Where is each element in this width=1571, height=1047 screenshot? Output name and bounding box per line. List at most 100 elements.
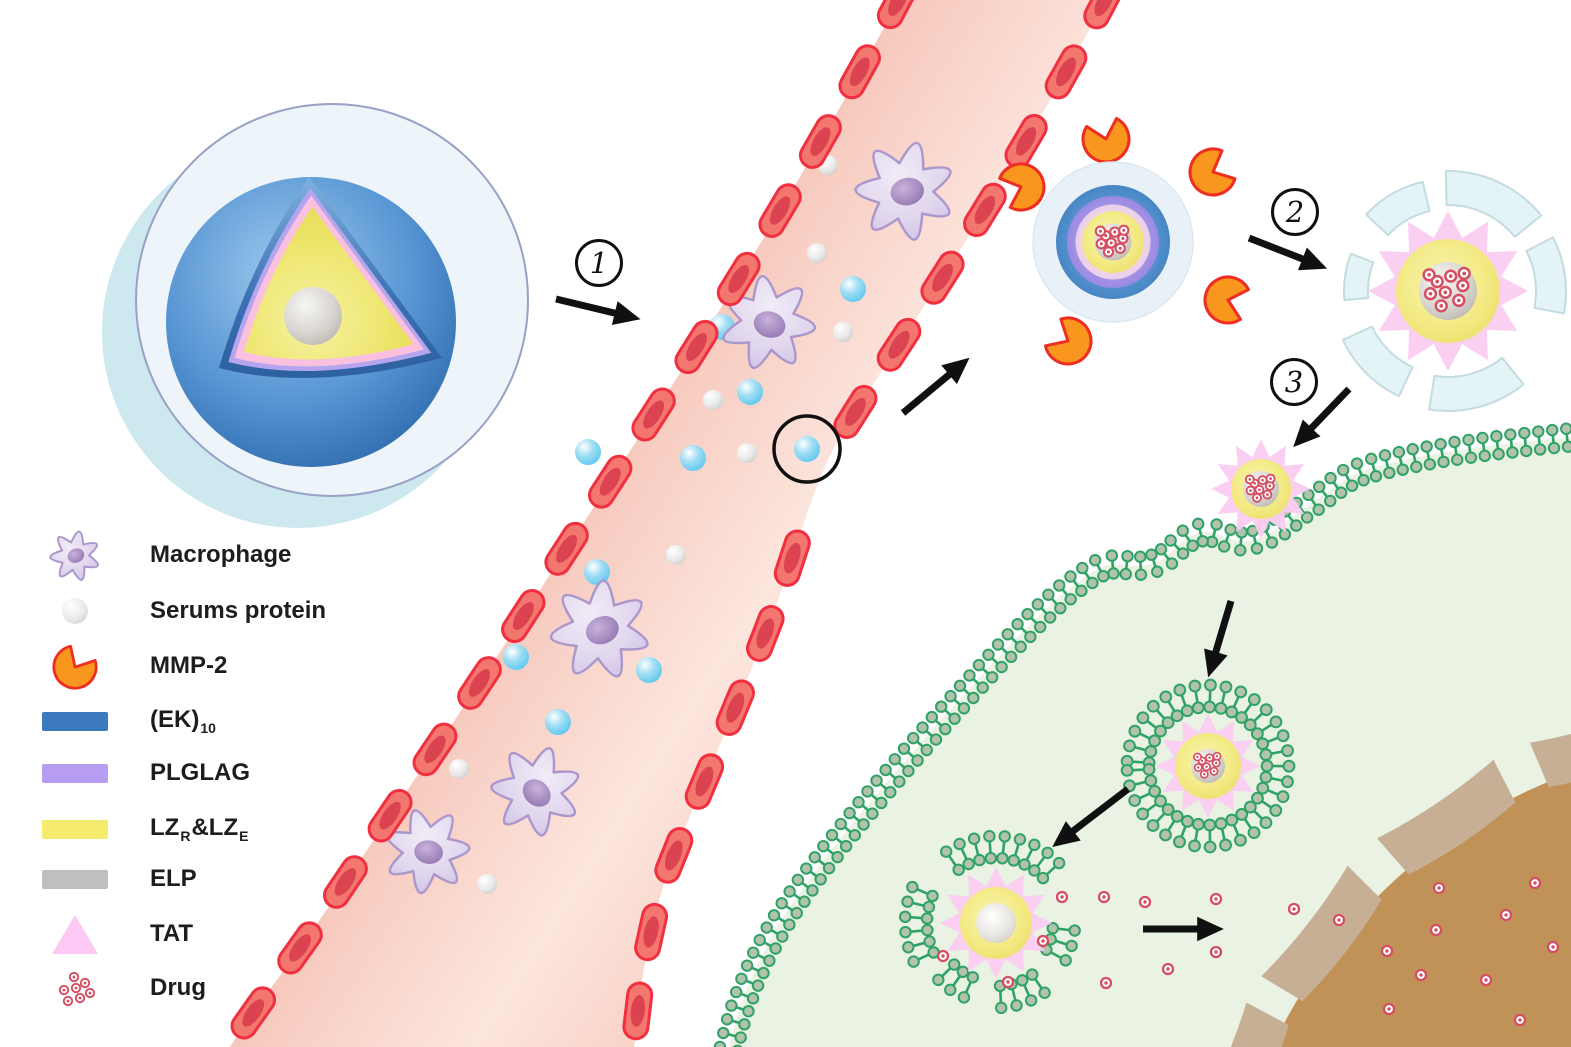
endothelial-cell: [773, 529, 811, 587]
mmp2-enzyme: [1188, 147, 1237, 197]
mmp2-enzyme: [1081, 116, 1131, 164]
encapsulated-drug: [1244, 473, 1276, 503]
plglag-bar-icon: [42, 763, 108, 783]
macrophage: [549, 579, 649, 678]
drug-molecule: [1380, 944, 1394, 958]
tat-triangle-icon: [52, 914, 98, 954]
nanoparticles: [940, 161, 1528, 979]
drug-molecule: [1479, 973, 1493, 987]
drug-icon-dot: [79, 977, 91, 989]
endothelial-cell: [634, 902, 669, 962]
endothelial-cell: [833, 384, 878, 439]
legend-label: &LZ: [191, 814, 239, 841]
drug-molecule: [1546, 940, 1560, 954]
serum-protein: [449, 759, 469, 779]
glass-shell-outline: [135, 103, 529, 497]
arrow-extravasation: [900, 357, 970, 416]
endothelial-cell: [587, 454, 633, 509]
shed-corona-fragment: [1444, 169, 1543, 238]
serum-protein: [807, 243, 827, 263]
shed-corona-fragments: [1341, 169, 1567, 412]
blood-vessel: [229, 0, 1126, 1047]
escaped-nanoparticle: [940, 867, 1052, 979]
serum-protein-icon: [62, 598, 88, 624]
arrow-endosome-escape: [1052, 786, 1131, 847]
endothelial-cell: [674, 319, 719, 375]
uncloaked-nanoparticle: [1368, 211, 1528, 371]
arrow-step-1: [555, 295, 641, 325]
nuclear-envelope-segment: [1377, 759, 1516, 875]
endothelial-cell: [1044, 44, 1088, 100]
step-marker-3: 3: [1270, 358, 1318, 406]
endosome-membrane: [1120, 678, 1296, 854]
highlight-circle: [772, 414, 842, 484]
nanoparticle-in-blood: [545, 709, 571, 735]
endothelial-cell: [838, 44, 881, 100]
drug-icon-dot: [84, 987, 96, 999]
nanoparticle-in-blood: [503, 644, 529, 670]
serum-protein: [737, 443, 757, 463]
macrophage: [490, 746, 580, 837]
nucleus: [1272, 772, 1571, 1047]
shed-corona-fragment: [1343, 252, 1375, 302]
elp-bar-icon: [42, 869, 108, 889]
macrophage-icon: [49, 530, 99, 581]
membrane-bound-nanoparticle: [1211, 439, 1311, 539]
nanoparticle-in-blood: [840, 276, 866, 302]
drug-molecule: [1138, 895, 1152, 909]
endothelial-cell: [876, 317, 922, 372]
shed-corona-fragment: [1525, 236, 1567, 315]
legend-item-plglag: PLGLAG: [0, 745, 250, 801]
drug-molecule: [1209, 892, 1223, 906]
endothelial-cell: [412, 722, 458, 777]
nanoparticle-cutaway: [102, 103, 529, 528]
nanoparticle-in-blood: [737, 379, 763, 405]
endothelial-cell: [501, 589, 546, 643]
drug-molecule: [1055, 890, 1069, 904]
mmp2-enzyme: [1203, 275, 1251, 325]
legend-item-mmp2: MMP-2: [0, 638, 227, 694]
endosome-membrane-fragment: [932, 958, 980, 1004]
legend-label: (EK): [150, 706, 200, 733]
macrophage-icon-shape: [49, 530, 99, 581]
endothelial-cell: [963, 182, 1007, 238]
mmp2-icon: [52, 644, 98, 690]
annotations: [555, 234, 1352, 942]
endosome-nanoparticle: [1156, 714, 1260, 818]
drug-dots-icon: [58, 971, 96, 1007]
serum-protein: [477, 874, 497, 894]
legend-item-lz: LZR&LZE: [0, 801, 249, 857]
endothelium: [230, 0, 1126, 1041]
vessel-contents: [386, 141, 952, 895]
drug-molecule: [1209, 945, 1223, 959]
legend-label: TAT: [150, 920, 194, 947]
serum-protein: [703, 390, 723, 410]
macrophage: [854, 141, 952, 241]
legend-item-serum-protein: Serums protein: [0, 583, 326, 639]
endothelial-cell: [544, 521, 589, 576]
legend-label: Serums protein: [150, 597, 327, 624]
drug-molecule: [1429, 923, 1443, 937]
arrow-endocytosis: [1204, 599, 1235, 678]
mmp2-icon-shape: [52, 644, 98, 690]
endothelial-cell: [746, 605, 785, 662]
legend-label: MMP-2: [150, 652, 228, 679]
drug-molecule: [1528, 876, 1542, 890]
drug-molecule: [1432, 881, 1446, 895]
drug-icon-dot: [58, 984, 70, 996]
drug-molecule: [936, 949, 950, 963]
endothelial-cell: [367, 788, 413, 843]
legend-item-elp: ELP: [0, 851, 197, 907]
lz-bar-icon: [42, 819, 108, 839]
legend-label: LZ: [150, 814, 180, 841]
drug-icon-dot: [70, 982, 82, 994]
released-drug-molecules: [936, 876, 1560, 1027]
endothelial-cell: [277, 921, 323, 975]
nuclear-envelope-segment: [1261, 865, 1382, 1002]
mmp2-enzymes: [998, 116, 1251, 366]
drug-icon-dot: [68, 971, 80, 983]
ek10-bar-icon: [42, 711, 108, 731]
endothelial-cell: [230, 986, 277, 1040]
legend-label: Macrophage: [150, 541, 292, 568]
